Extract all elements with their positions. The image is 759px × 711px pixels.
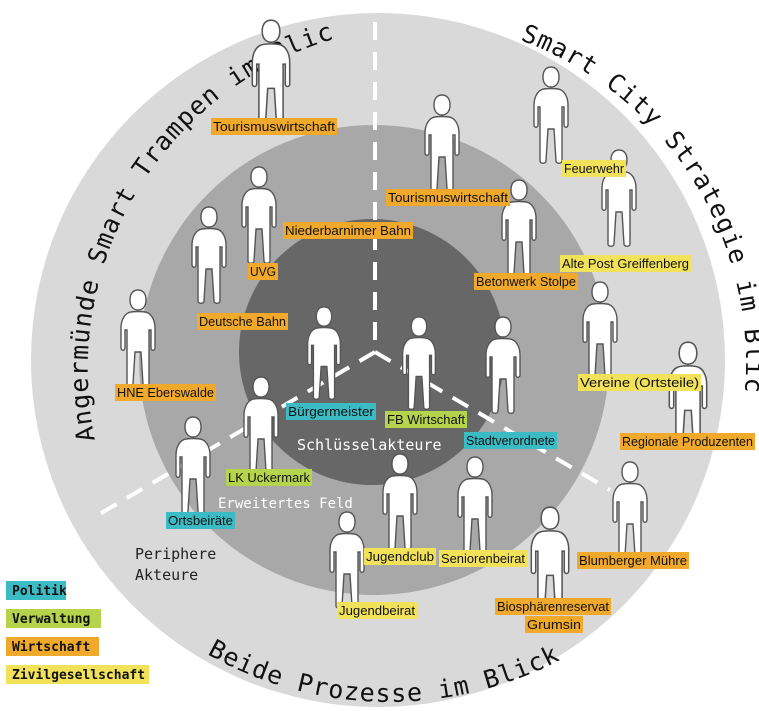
legend-label: Verwaltung xyxy=(12,612,90,627)
actor-tag-text: Stadtverordnete xyxy=(466,434,555,448)
actor-tag-bg xyxy=(211,118,337,135)
actor-tag-text: HNE Eberswalde xyxy=(117,386,214,400)
actor-label: Biosphärenreservat xyxy=(495,598,611,615)
actor-tag-bg xyxy=(578,374,701,391)
actor-label: Alte Post Greiffenberg xyxy=(560,255,691,272)
actor-tag-text: Deutsche Bahn xyxy=(199,315,286,329)
actor-tag-bg xyxy=(337,602,417,619)
actor-label: Blumberger Mühre xyxy=(577,552,689,569)
actor-tag-bg xyxy=(560,255,691,272)
actor-tag-bg xyxy=(248,263,278,280)
actor-tag-bg xyxy=(386,189,510,206)
legend-swatch xyxy=(6,637,99,656)
actor-tag-bg xyxy=(562,160,626,177)
actor-tag-text: Vereine (Ortsteile) xyxy=(580,376,699,390)
actor-label: Seniorenbeirat xyxy=(439,550,527,567)
actor-tag-bg xyxy=(577,552,689,569)
actor-tag-text: Alte Post Greiffenberg xyxy=(562,257,689,271)
legend-label: Wirtschaft xyxy=(12,640,90,655)
legend-label: Politik xyxy=(12,584,67,599)
legend-item: Wirtschaft xyxy=(6,637,99,656)
actor-tag-text: Ortsbeiräte xyxy=(168,514,233,528)
actor-tag-bg xyxy=(283,222,413,239)
legend-swatch xyxy=(6,609,101,628)
actor-tag-text: Jugendbeirat xyxy=(339,604,416,618)
actor-label: LK Uckermark xyxy=(226,469,312,486)
actor-label: UVG xyxy=(248,263,278,280)
actor-label: Bürgermeister xyxy=(286,403,376,420)
actor-tag-text: Bürgermeister xyxy=(288,405,374,419)
actor-label: Tourismuswirtschaft xyxy=(211,118,337,135)
actor-tag-text: Seniorenbeirat xyxy=(441,552,526,566)
actor-tag-text: Niederbarnimer Bahn xyxy=(285,224,411,238)
actor-tag-bg xyxy=(495,598,611,615)
actor-tag-bg xyxy=(115,384,216,401)
actor-tag-bg xyxy=(364,548,436,565)
actor-tag-bg xyxy=(525,616,583,633)
actor-tag-text: Blumberger Mühre xyxy=(579,554,687,568)
actor-label: Vereine (Ortsteile) xyxy=(578,374,701,391)
zone-label-outer-line2: Akteure xyxy=(135,566,198,584)
actor-tag-text: Feuerwehr xyxy=(564,162,624,176)
actor-tag-text: Biosphärenreservat xyxy=(497,600,610,614)
actor-tag-text: LK Uckermark xyxy=(228,471,311,485)
actor-tag-text: Tourismuswirtschaft xyxy=(213,120,336,134)
legend-label: Zivilgesellschaft xyxy=(12,668,145,683)
actor-tag-bg xyxy=(197,313,288,330)
actor-tag-bg xyxy=(385,411,467,428)
actor-label: Stadtverordnete xyxy=(464,432,557,449)
actor-label: Deutsche Bahn xyxy=(197,313,288,330)
actor-tag-bg xyxy=(439,550,527,567)
zone-label-inner: Schlüsselakteure xyxy=(297,436,442,454)
legend-item: Verwaltung xyxy=(6,609,101,628)
actor-label: FB Wirtschaft xyxy=(385,411,467,428)
actor-tag-bg xyxy=(474,273,578,290)
actor-tag-bg xyxy=(464,432,557,449)
actor-tag-bg xyxy=(226,469,312,486)
actor-tag-bg xyxy=(166,512,235,529)
actor-label: Tourismuswirtschaft xyxy=(386,189,510,206)
actor-tag-text: Regionale Produzenten xyxy=(622,435,753,449)
actor-label: Betonwerk Stolpe xyxy=(474,273,578,290)
actor-label: Niederbarnimer Bahn xyxy=(283,222,413,239)
legend-swatch xyxy=(6,665,149,684)
actor-tag-text: UVG xyxy=(250,265,276,279)
legend-swatch xyxy=(6,581,66,600)
actor-label: Jugendclub xyxy=(364,548,436,565)
actor-label-line2: Grumsin xyxy=(525,616,583,633)
actor-tag-text: Grumsin xyxy=(527,618,581,632)
legend-item: Zivilgesellschaft xyxy=(6,665,149,684)
zone-label-outer-line1: Periphere xyxy=(135,545,216,563)
actor-label: HNE Eberswalde xyxy=(115,384,216,401)
actor-label: Regionale Produzenten xyxy=(620,433,755,450)
legend-item: Politik xyxy=(6,581,67,600)
actor-label: Jugendbeirat xyxy=(337,602,417,619)
actor-tag-text: Jugendclub xyxy=(366,550,434,564)
legend: PolitikVerwaltungWirtschaftZivilgesellsc… xyxy=(6,581,149,684)
actor-tag-bg xyxy=(620,433,755,450)
actor-label: Ortsbeiräte xyxy=(166,512,235,529)
actor-tag-text: Betonwerk Stolpe xyxy=(476,275,576,289)
actor-tag-text: FB Wirtschaft xyxy=(387,413,466,427)
actor-label: Feuerwehr xyxy=(562,160,626,177)
actor-tag-text: Tourismuswirtschaft xyxy=(388,191,509,205)
actor-tag-bg xyxy=(286,403,376,420)
zone-label-middle: Erweitertes Feld xyxy=(218,496,353,512)
